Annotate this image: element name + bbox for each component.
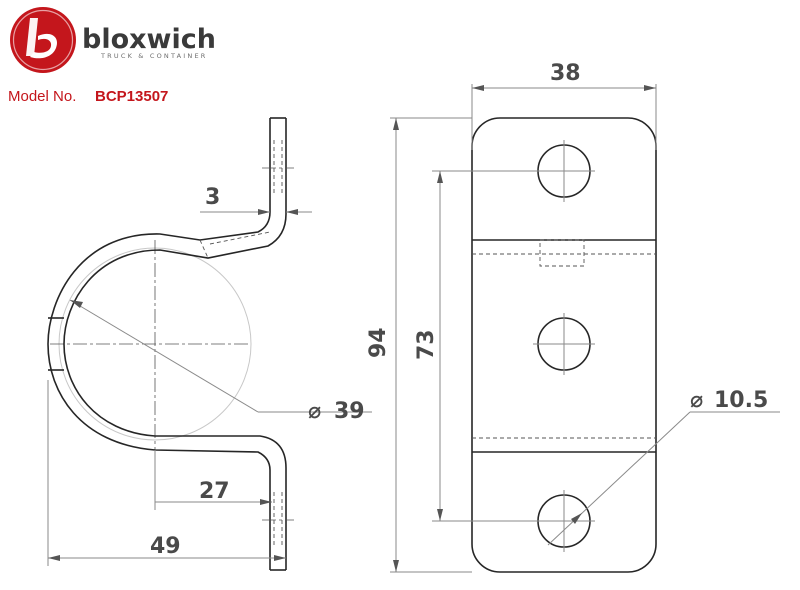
side-view-dimensions: 3 ⌀ 39 27 49: [47, 185, 372, 566]
brand-logo: bloxwich TRUCK & CONTAINER Model No. BCP…: [8, 7, 216, 105]
dim-hole-diameter: ⌀ 10.5: [690, 388, 768, 413]
mounting-hole-center: [533, 313, 595, 375]
strap-inner-edge: [63, 118, 287, 570]
model-number: BCP13507: [95, 88, 168, 105]
hole-diameter-symbol: ⌀: [690, 388, 703, 413]
dim-pipe-diameter-value: 39: [334, 399, 365, 424]
dim-hole-pitch: 73: [414, 329, 439, 360]
dim-thickness: 3: [205, 185, 220, 210]
plan-view: [471, 117, 657, 573]
plan-view-dimensions: 38 94 73 ⌀ 10.5: [366, 61, 780, 573]
side-view: [47, 117, 294, 571]
dim-half-width: 27: [199, 479, 230, 504]
dim-plate-length: 94: [366, 327, 391, 358]
dim-hole-diameter-value: 10.5: [714, 388, 768, 413]
plate-outline: [471, 117, 657, 573]
brand-tagline: TRUCK & CONTAINER: [100, 52, 207, 60]
dim-pipe-diameter: ⌀ 39: [308, 399, 365, 424]
brand-name: bloxwich: [82, 24, 216, 55]
dim-overall-depth: 49: [150, 534, 181, 559]
logo-emblem: [10, 7, 76, 73]
model-label: Model No.: [8, 88, 76, 105]
mounting-hole-bottom: [533, 490, 595, 552]
strap-outer-edge: [47, 118, 271, 570]
diameter-symbol: ⌀: [308, 399, 321, 424]
mounting-hole-top: [533, 140, 595, 202]
dim-plate-width: 38: [550, 61, 581, 86]
